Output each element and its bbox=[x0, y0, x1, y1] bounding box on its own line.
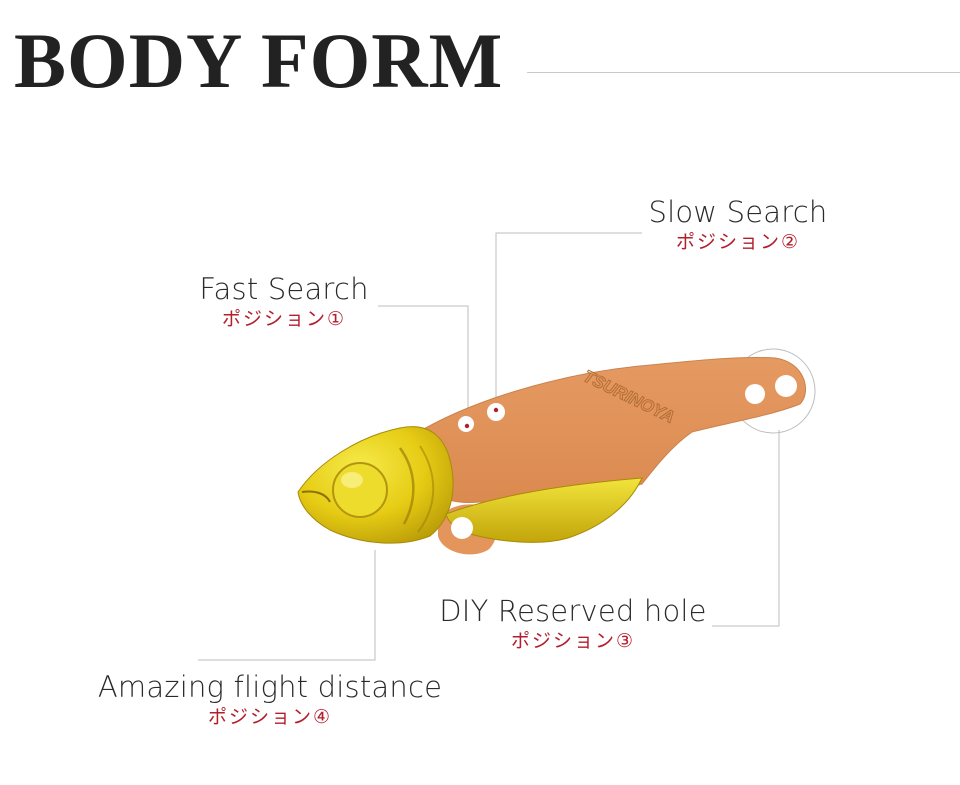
callout-slow-search: Slow Search ポジション② bbox=[643, 195, 833, 255]
leader-diy bbox=[712, 430, 780, 627]
head-eye bbox=[332, 462, 388, 518]
leader-slow bbox=[495, 232, 642, 410]
leader-fast bbox=[378, 305, 469, 424]
callout-slow-title: Slow Search bbox=[648, 195, 828, 229]
callout-fast-search: Fast Search ポジション① bbox=[190, 272, 378, 332]
callout-flight-subtitle: ポジション④ bbox=[207, 706, 333, 728]
leader-flight bbox=[198, 550, 376, 661]
callout-slow-subtitle: ポジション② bbox=[675, 231, 801, 253]
diy-reserved-hole-1 bbox=[745, 384, 765, 404]
tab-hole bbox=[451, 517, 473, 539]
callout-fast-subtitle: ポジション① bbox=[221, 308, 347, 330]
callout-diy-reserved-hole: DIY Reserved hole ポジション③ bbox=[432, 594, 714, 654]
slow-search-hole-marker bbox=[493, 407, 499, 413]
head-gill-ridge bbox=[398, 447, 415, 525]
diy-reserved-hole-2 bbox=[775, 375, 797, 397]
callout-diy-subtitle: ポジション③ bbox=[510, 630, 636, 652]
head-eye-highlight bbox=[341, 472, 363, 488]
head-mouth bbox=[301, 490, 331, 503]
page-title: BODY FORM bbox=[14, 17, 504, 104]
callout-flight-distance: Amazing flight distance ポジション④ bbox=[95, 670, 445, 730]
title-divider bbox=[527, 72, 960, 73]
callout-diy-title: DIY Reserved hole bbox=[439, 594, 707, 628]
callout-flight-title: Amazing flight distance bbox=[97, 670, 443, 704]
fast-search-hole-marker bbox=[464, 423, 470, 429]
head-gill-ridge-2 bbox=[417, 445, 435, 533]
leader-lines bbox=[198, 232, 816, 661]
callout-fast-title: Fast Search bbox=[199, 272, 369, 306]
fast-search-hole bbox=[458, 416, 474, 432]
